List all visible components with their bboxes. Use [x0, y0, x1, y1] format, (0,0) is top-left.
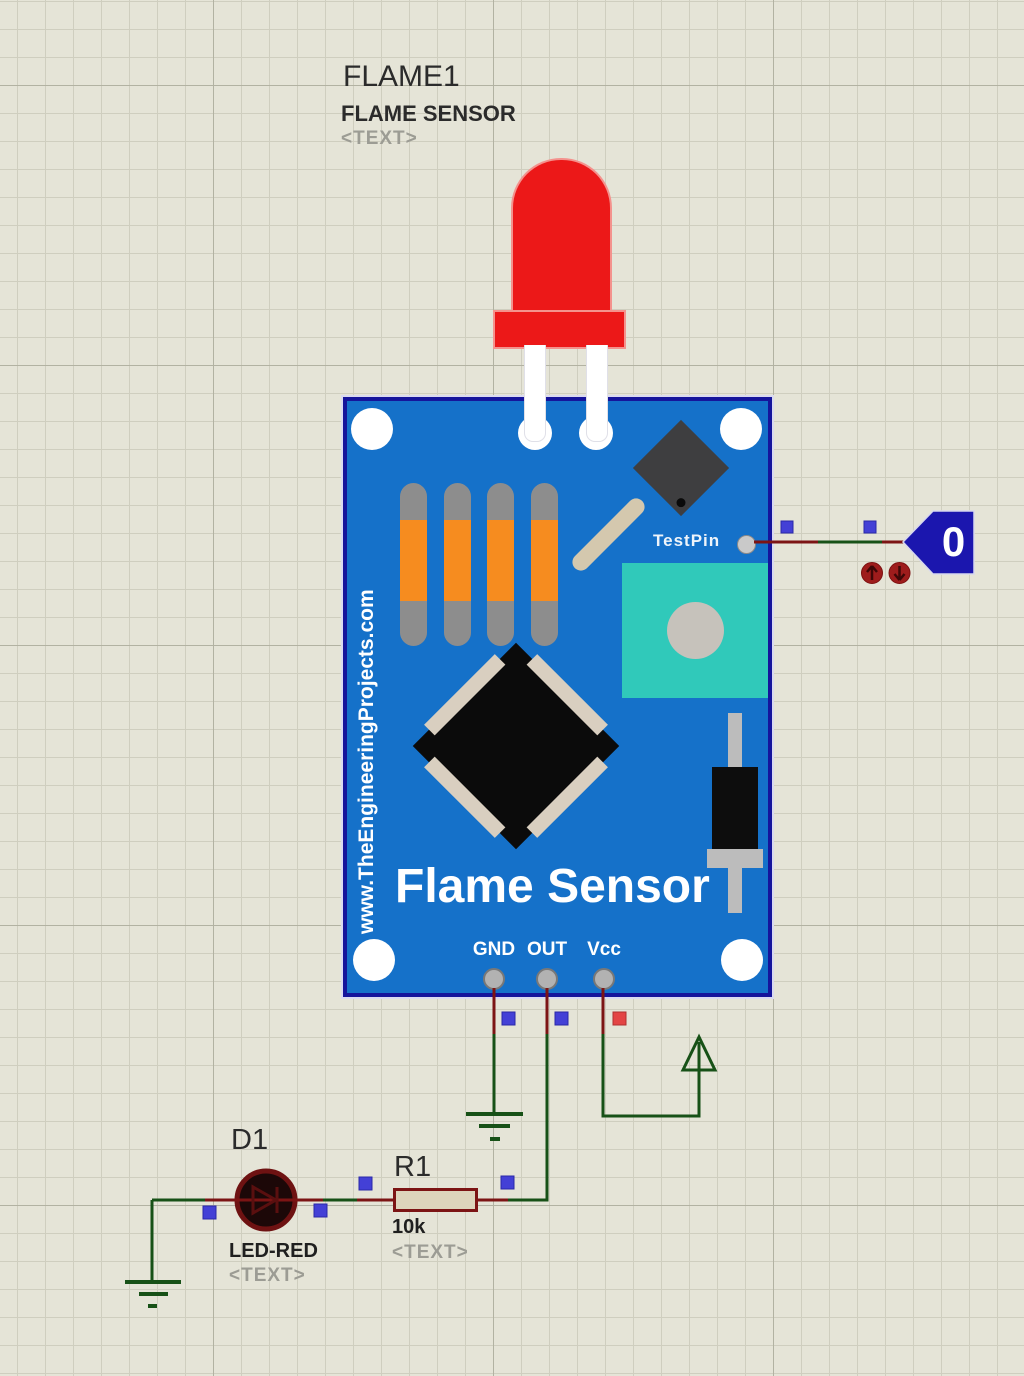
r1-ref-label[interactable]: R1 — [394, 1151, 432, 1183]
junction-square-out — [554, 1011, 569, 1026]
pin-label-vcc: Vcc — [587, 939, 621, 960]
ground-symbol-left[interactable] — [125, 1280, 181, 1308]
testpin-label: TestPin — [653, 531, 721, 550]
mounting-hole-tr — [720, 408, 762, 450]
pin-label-out: OUT — [526, 939, 568, 960]
junction-square-testpin-2 — [863, 520, 877, 534]
potentiometer — [622, 563, 768, 698]
led-d1-anode-triangle — [251, 1184, 280, 1216]
ground-symbol-center[interactable] — [466, 1112, 523, 1141]
r1-value-label[interactable]: 10k — [392, 1216, 426, 1238]
diode-band — [707, 849, 763, 868]
mounting-hole-br — [721, 939, 763, 981]
led-d1-symbol[interactable] — [205, 1168, 323, 1232]
ir-led-leg-left — [524, 345, 546, 442]
flame-sensor-module[interactable]: www.TheEngineeringProjects.com TestPin F… — [343, 397, 772, 997]
potentiometer-knob — [667, 602, 724, 659]
current-indicator-up — [861, 562, 883, 584]
resistor-band — [400, 520, 427, 601]
board-title: Flame Sensor — [395, 860, 710, 913]
d1-part-label[interactable]: LED-RED — [229, 1240, 318, 1262]
diode-body — [712, 767, 758, 851]
junction-square-d1-right — [313, 1203, 328, 1218]
resistor-r1-body[interactable] — [393, 1188, 478, 1212]
diode-lead-bottom — [728, 867, 742, 913]
logic-probe-value[interactable]: 0 — [941, 518, 966, 565]
ir-led-leg-right — [586, 345, 608, 442]
mounting-hole-bl — [353, 939, 395, 981]
junction-square-testpin-1 — [780, 520, 794, 534]
module-part-label[interactable]: FLAME SENSOR — [341, 101, 516, 126]
smd-resistor-3 — [487, 483, 514, 646]
junction-square-gnd — [501, 1011, 516, 1026]
r1-text-placeholder[interactable]: <TEXT> — [392, 1242, 469, 1263]
power-arrow-icon[interactable] — [680, 1033, 718, 1072]
junction-square-r1-right — [500, 1175, 515, 1190]
pin-label-gnd: GND — [472, 939, 516, 960]
resistor-band — [444, 520, 471, 601]
testpin-pad[interactable] — [737, 535, 756, 554]
wire-out-net[interactable] — [506, 1032, 549, 1202]
current-indicator-down — [888, 562, 911, 584]
junction-square-d1-left — [202, 1205, 217, 1220]
smd-resistor-4 — [531, 483, 558, 646]
ir-led-flange[interactable] — [495, 312, 624, 347]
logic-probe-body[interactable] — [901, 510, 975, 575]
module-ref-label[interactable]: FLAME1 — [343, 60, 460, 93]
resistor-band — [487, 520, 514, 601]
junction-square-vcc — [612, 1011, 627, 1026]
d1-text-placeholder[interactable]: <TEXT> — [229, 1265, 306, 1286]
ir-led-dome[interactable] — [513, 160, 610, 314]
d1-ref-label[interactable]: D1 — [231, 1124, 269, 1156]
arrow-up-icon — [866, 565, 878, 580]
diode-lead-top — [728, 713, 742, 769]
module-text-placeholder[interactable]: <TEXT> — [341, 128, 418, 149]
arrow-down-icon — [893, 566, 906, 581]
smd-resistor-2 — [444, 483, 471, 646]
resistor-band — [531, 520, 558, 601]
smd-resistor-1 — [400, 483, 427, 646]
wire-vcc-net[interactable] — [601, 1032, 701, 1118]
junction-square-r1-left — [358, 1176, 373, 1191]
mounting-hole-tl — [351, 408, 393, 450]
